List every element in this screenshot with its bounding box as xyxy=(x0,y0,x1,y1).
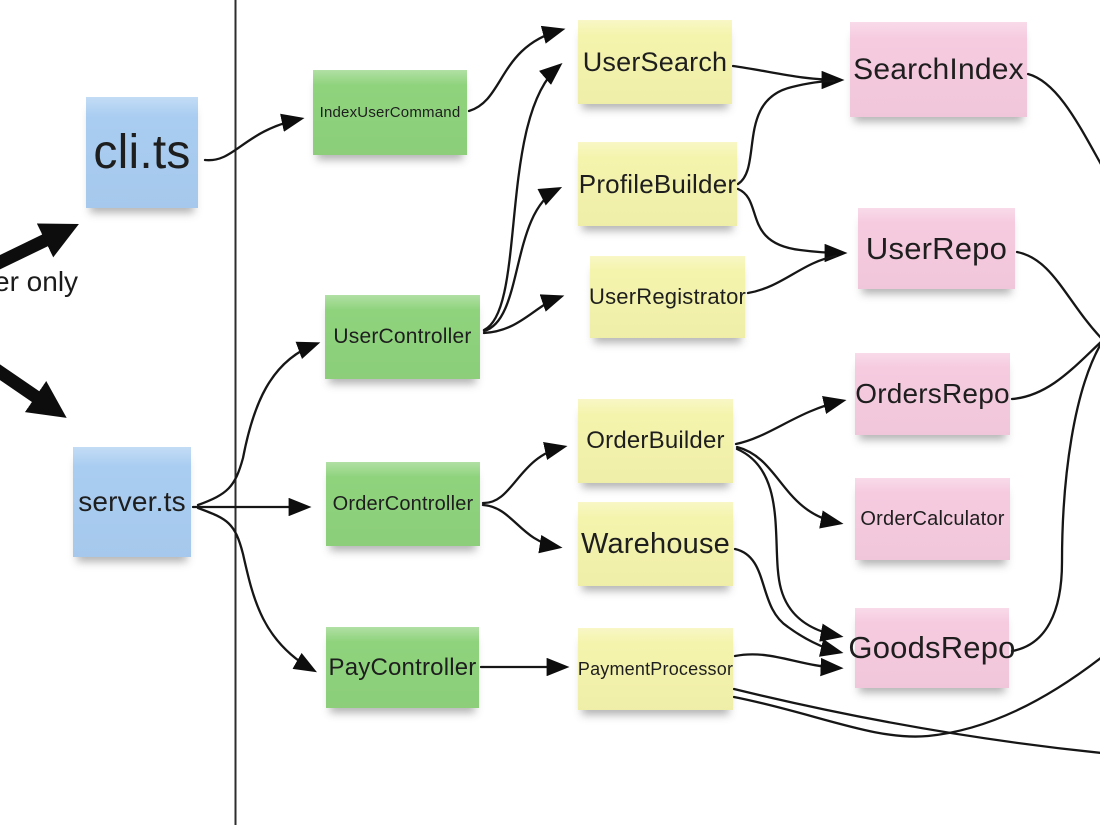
note-pay-controller[interactable]: PayController xyxy=(326,627,479,708)
note-order-builder[interactable]: OrderBuilder xyxy=(578,399,733,483)
edge-OrderController-to-Warehouse xyxy=(481,503,563,554)
note-user-repo[interactable]: UserRepo xyxy=(858,208,1015,289)
note-label: Warehouse xyxy=(580,527,731,560)
note-orders-repo[interactable]: OrdersRepo xyxy=(855,353,1010,435)
edge-OrdersRepo-to-offscreen-right xyxy=(1010,341,1100,401)
edge-server.ts-to-PayController xyxy=(196,506,317,673)
edge-UserRepo-to-offscreen-right xyxy=(1015,250,1100,339)
edge-UserController-to-UserSearch xyxy=(482,63,563,332)
note-label: OrderController xyxy=(332,492,474,515)
edge-server.ts-to-UserController xyxy=(196,341,321,507)
note-payment-processor[interactable]: PaymentProcessor xyxy=(578,628,733,710)
edge-ProfileBuilder-to-SearchIndex xyxy=(736,79,836,186)
edge-OrderBuilder-to-OrdersRepo xyxy=(734,396,847,446)
note-warehouse[interactable]: Warehouse xyxy=(578,502,733,586)
edge-OrderBuilder-to-GoodsRepo xyxy=(735,447,844,642)
edge-PaymentProcessor-to-offscreen-right-upper xyxy=(732,657,1100,738)
edge-PaymentProcessor-to-offscreen-right-lower xyxy=(732,687,1100,754)
edge-GoodsRepo-to-offscreen-right xyxy=(1010,343,1100,653)
edge-IndexUserCommand-to-UserSearch xyxy=(467,25,566,113)
thick-arrow-offscreen-left-to-server-ts xyxy=(0,364,67,418)
edge-cli.ts-to-IndexUserCommand xyxy=(203,113,305,162)
note-label: server.ts xyxy=(78,486,186,517)
note-goods-repo[interactable]: GoodsRepo xyxy=(848,608,1015,688)
note-label: SearchIndex xyxy=(853,52,1024,86)
edge-UserController-to-ProfileBuilder xyxy=(482,186,563,333)
note-index-user-command[interactable]: IndexUserCommand xyxy=(313,70,467,155)
edge-UserSearch-to-SearchIndex xyxy=(731,64,845,90)
note-server-ts[interactable]: server.ts xyxy=(73,447,191,557)
note-user-registrator[interactable]: UserRegistrator xyxy=(588,256,747,338)
edge-UserRegistrator-to-UserRepo xyxy=(746,254,838,295)
edge-UserController-to-UserRegistrator xyxy=(482,294,565,335)
edge-OrderController-to-OrderBuilder xyxy=(481,442,568,505)
note-search-index[interactable]: SearchIndex xyxy=(850,22,1027,117)
note-profile-builder[interactable]: ProfileBuilder xyxy=(578,142,737,226)
note-label: UserRepo xyxy=(865,230,1008,266)
note-order-calculator[interactable]: OrderCalculator xyxy=(855,478,1010,560)
note-label: UserController xyxy=(333,325,472,348)
note-cli-ts[interactable]: cli.ts xyxy=(86,97,198,208)
edge-ProfileBuilder-to-UserRepo xyxy=(736,187,848,263)
note-label: PaymentProcessor xyxy=(577,658,734,679)
note-label: PayController xyxy=(328,653,477,681)
edge-Warehouse-to-GoodsRepo xyxy=(733,547,844,657)
note-label: cli.ts xyxy=(93,126,191,179)
note-user-controller[interactable]: UserController xyxy=(325,295,480,379)
note-label: IndexUserCommand xyxy=(319,104,461,121)
note-order-controller[interactable]: OrderController xyxy=(326,462,480,546)
note-label: GoodsRepo xyxy=(848,630,1016,665)
note-label: UserSearch xyxy=(582,46,728,77)
thick-arrow-offscreen-left-to-cli-ts xyxy=(0,223,79,270)
note-label: OrderCalculator xyxy=(860,507,1005,530)
note-label: OrderBuilder xyxy=(586,427,725,454)
note-user-search[interactable]: UserSearch xyxy=(578,20,732,104)
edge-OrderBuilder-to-OrderCalculator xyxy=(735,445,844,529)
edge-PaymentProcessor-to-GoodsRepo xyxy=(733,653,844,677)
offscreen-note-label: er only xyxy=(0,266,79,297)
edge-SearchIndex-to-offscreen-right xyxy=(1026,72,1100,165)
note-label: UserRegistrator xyxy=(588,284,747,309)
note-label: OrdersRepo xyxy=(855,378,1010,409)
note-label: ProfileBuilder xyxy=(578,168,737,199)
